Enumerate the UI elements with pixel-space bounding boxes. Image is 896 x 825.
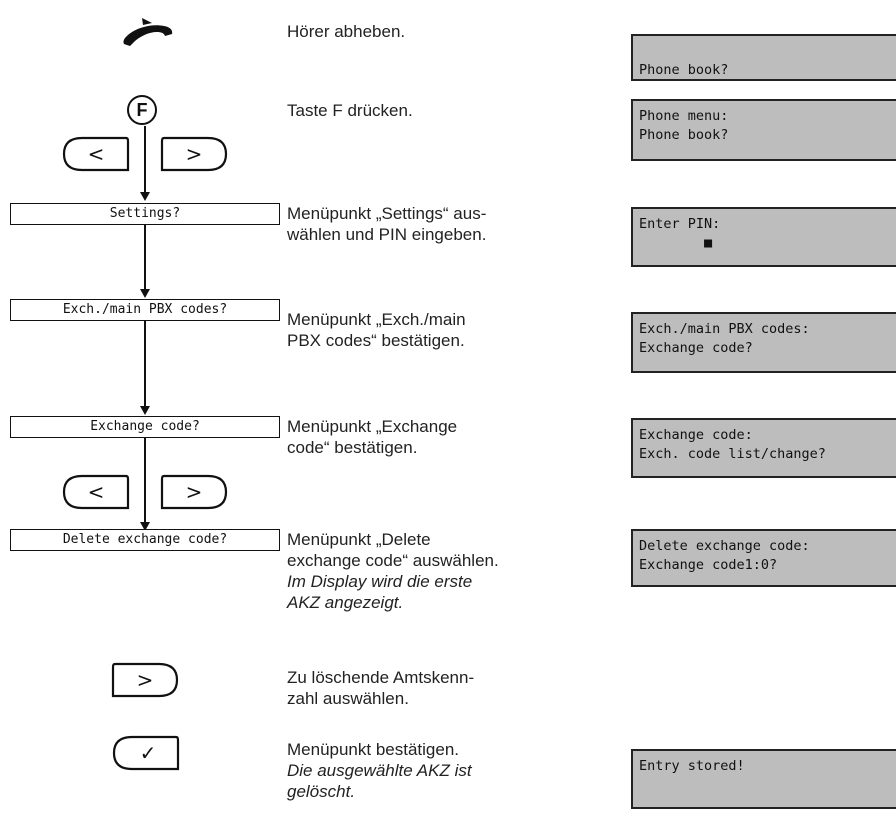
step-exchange-code: Menüpunkt „Exchange code“ bestätigen. — [287, 416, 602, 458]
lcd-display: Phone book? — [631, 34, 896, 81]
ok-key[interactable]: ✓ — [110, 733, 182, 773]
lcd-display: Exch./main PBX codes: Exchange code? — [631, 312, 896, 373]
step-text-line2: wählen und PIN eingeben. — [287, 225, 487, 244]
step-text-line2: zahl auswählen. — [287, 689, 409, 708]
lcd-line2: Phone book? — [639, 127, 729, 143]
lcd-display: Entry stored! — [631, 749, 896, 809]
left-arrow-key-2[interactable]: < — [60, 472, 132, 512]
step-confirm: Menüpunkt bestätigen. Die ausgewählte AK… — [287, 739, 602, 802]
lcd-line2: Phone book? — [639, 62, 729, 78]
step-note-line1: Die ausgewählte AKZ ist — [287, 761, 472, 780]
lcd-line2: Exchange code? — [639, 340, 753, 356]
handset-lift-icon — [123, 18, 173, 46]
step-settings: Menüpunkt „Settings“ aus- wählen und PIN… — [287, 203, 602, 245]
flow-arrow — [140, 192, 150, 201]
lcd-line1: Enter PIN: — [639, 216, 721, 232]
step-text-line1: Menüpunkt „Exchange — [287, 417, 458, 436]
right-arrow-key-3-label: > — [137, 668, 154, 692]
step-note-line1: Im Display wird die erste — [287, 572, 473, 591]
lcd-line1: Entry stored! — [639, 758, 745, 774]
flow-arrow — [140, 522, 150, 531]
lcd-display: Delete exchange code: Exchange code1:0? — [631, 529, 896, 587]
menu-delete-exchange-code: Delete exchange code? — [10, 529, 280, 551]
flow-line — [144, 438, 146, 524]
left-arrow-key-2-label: < — [88, 480, 105, 504]
menu-exch-main: Exch./main PBX codes? — [10, 299, 280, 321]
f-key-label: F — [136, 100, 148, 120]
lcd-display: Exchange code: Exch. code list/change? — [631, 418, 896, 478]
lcd-line2: ■ — [639, 235, 713, 251]
right-arrow-key-2[interactable]: > — [158, 472, 230, 512]
step-text-line2: exchange code“ auswählen. — [287, 551, 499, 570]
lcd-line1: Exchange code: — [639, 427, 753, 443]
right-arrow-key-3[interactable]: > — [109, 660, 181, 700]
step-text-line2: code“ bestätigen. — [287, 438, 418, 457]
step-text-line1: Menüpunkt „Settings“ aus- — [287, 204, 487, 223]
step-press-f: Taste F drücken. — [287, 100, 602, 121]
step-lift-handset: Hörer abheben. — [287, 21, 602, 42]
step-select-code: Zu löschende Amtskenn- zahl auswählen. — [287, 667, 602, 709]
step-text-line1: Menüpunkt „Delete — [287, 530, 431, 549]
step-text-line2: PBX codes“ bestätigen. — [287, 331, 465, 350]
step-exch-main: Menüpunkt „Exch./main PBX codes“ bestäti… — [287, 309, 602, 351]
step-note-line2: gelöscht. — [287, 782, 356, 801]
step-text: Taste F drücken. — [287, 101, 413, 120]
flow-line — [144, 126, 146, 194]
lcd-line1: Delete exchange code: — [639, 538, 810, 554]
f-key[interactable]: F — [127, 95, 157, 125]
lcd-line1: Phone menu: — [639, 108, 729, 124]
lcd-display: Phone menu: Phone book? — [631, 99, 896, 161]
left-arrow-key[interactable]: < — [60, 134, 132, 174]
flow-arrow — [140, 289, 150, 298]
lcd-line2 — [639, 776, 896, 795]
lcd-display: Enter PIN: ■ — [631, 207, 896, 267]
step-note-line2: AKZ angezeigt. — [287, 593, 404, 612]
left-arrow-key-label: < — [88, 142, 105, 166]
step-text: Hörer abheben. — [287, 22, 406, 41]
menu-exchange-code: Exchange code? — [10, 416, 280, 438]
flow-arrow — [140, 406, 150, 415]
step-text-line1: Zu löschende Amtskenn- — [287, 668, 475, 687]
step-text-line1: Menüpunkt „Exch./main — [287, 310, 466, 329]
lcd-line2: Exch. code list/change? — [639, 446, 826, 462]
lcd-line2: Exchange code1:0? — [639, 557, 778, 573]
right-arrow-key-2-label: > — [186, 480, 203, 504]
flow-line — [144, 321, 146, 408]
step-text-line1: Menüpunkt bestätigen. — [287, 740, 460, 759]
right-arrow-key[interactable]: > — [158, 134, 230, 174]
lcd-line1: Exch./main PBX codes: — [639, 321, 810, 337]
step-delete-exchange-code: Menüpunkt „Delete exchange code“ auswähl… — [287, 529, 602, 613]
lcd-line1 — [639, 42, 896, 61]
ok-key-label: ✓ — [140, 741, 157, 765]
right-arrow-key-label: > — [186, 142, 203, 166]
flow-line — [144, 225, 146, 291]
menu-settings: Settings? — [10, 203, 280, 225]
